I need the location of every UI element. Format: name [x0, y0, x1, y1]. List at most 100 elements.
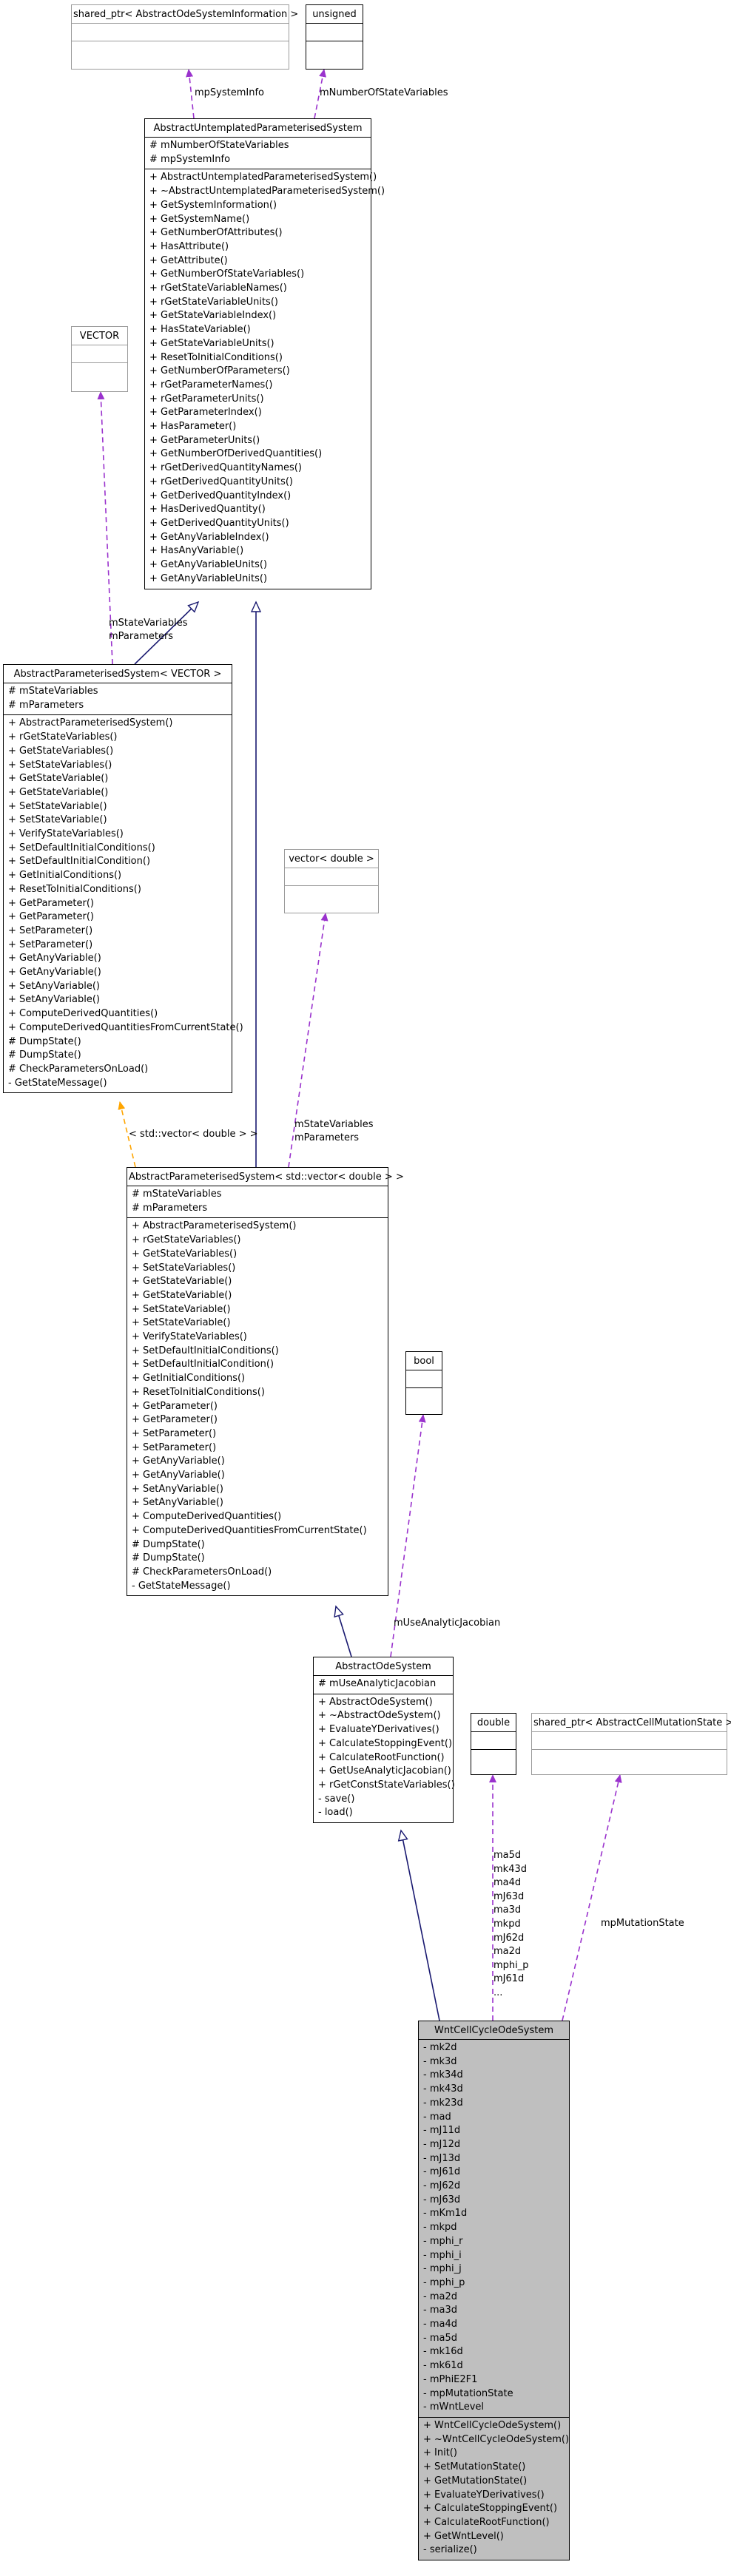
class-title: AbstractParameterisedSystem< VECTOR > — [13, 669, 222, 680]
member-row: mJ61d — [493, 1973, 525, 1985]
member-row: - ma5d — [423, 2332, 457, 2344]
member-row: # mStateVariables — [132, 1189, 222, 1200]
class-bool[interactable]: bool — [405, 1351, 442, 1415]
member-row: + GetNumberOfStateVariables() — [149, 268, 305, 280]
class-vector-double[interactable]: vector< double > — [284, 849, 379, 913]
member-row: + ComputeDerivedQuantities() — [8, 1008, 158, 1020]
member-row: + rGetConstStateVariables() — [318, 1779, 455, 1791]
class-abstract-ode-system[interactable]: AbstractOdeSystem # mUseAnalyticJacobian… — [313, 1657, 455, 1824]
member-row: - mk61d — [423, 2360, 463, 2372]
class-title: shared_ptr< AbstractOdeSystemInformation… — [73, 9, 299, 20]
member-row: + GetNumberOfAttributes() — [149, 227, 283, 239]
member-row: # mStateVariables — [8, 686, 98, 697]
member-row: mStateVariables — [294, 1119, 374, 1130]
member-row: + rGetDerivedQuantityUnits() — [149, 476, 294, 487]
member-row: - GetStateMessage() — [8, 1077, 107, 1089]
member-row: + SetDefaultInitialCondition() — [8, 856, 151, 868]
member-row: + GetParameter() — [8, 911, 94, 923]
member-row: + WntCellCycleOdeSystem() — [423, 2419, 562, 2431]
edge-aps-vector-state — [97, 391, 113, 665]
class-attributes — [306, 23, 363, 41]
member-row: + ComputeDerivedQuantities() — [132, 1511, 282, 1523]
member-row: + rGetStateVariableNames() — [149, 283, 287, 294]
class-title: AbstractUntemplatedParameterisedSystem — [153, 123, 363, 134]
class-methods — [72, 362, 127, 380]
edge-label-mNumberOfStateVariables: mNumberOfStateVariables — [320, 87, 448, 98]
member-row: - mk3d — [423, 2055, 457, 2067]
member-row: - mJ11d — [423, 2125, 461, 2137]
member-row: + SetAnyVariable() — [8, 980, 100, 992]
member-row: + SetStateVariables() — [8, 759, 112, 771]
member-row: - load() — [318, 1807, 353, 1819]
member-row: + ResetToInitialConditions() — [149, 351, 283, 363]
member-row: mphi_p — [493, 1959, 529, 1971]
member-row: + GetStateVariable() — [132, 1276, 232, 1288]
member-row: # mNumberOfStateVariables — [149, 140, 289, 151]
member-row: + EvaluateYDerivatives() — [318, 1724, 439, 1736]
class-vector-param[interactable]: VECTOR — [71, 326, 128, 392]
member-row: mParameters — [294, 1132, 360, 1143]
class-wnt-cell-cycle-ode-system[interactable]: WntCellCycleOdeSystem - mk2d- mk3d- mk34… — [418, 2021, 570, 2561]
member-row: - mk23d — [423, 2097, 463, 2109]
member-row: + ~AbstractOdeSystem() — [318, 1710, 441, 1722]
class-abstract-parameterised-system-std-vector[interactable]: AbstractParameterisedSystem< std::vector… — [127, 1167, 404, 1597]
class-methods — [406, 1387, 442, 1405]
class-methods: + AbstractParameterisedSystem()+ rGetSta… — [127, 1217, 388, 1595]
member-row: # mParameters — [132, 1202, 208, 1214]
member-row: + ResetToInitialConditions() — [132, 1386, 265, 1398]
class-attributes: # mNumberOfStateVariables# mpSystemInfo — [145, 137, 371, 169]
class-title: bool — [414, 1356, 434, 1367]
class-abstract-untemplated-parameterised-system[interactable]: AbstractUntemplatedParameterisedSystem #… — [144, 118, 385, 589]
member-row: - mad — [423, 2111, 451, 2123]
member-row: + SetAnyVariable() — [132, 1483, 223, 1495]
edge-label-template-argument: < std::vector< double > > — [129, 1129, 258, 1140]
member-row: - mphi_i — [423, 2249, 462, 2261]
edge-label-mUseAnalyticJacobian: mUseAnalyticJacobian — [394, 1617, 501, 1629]
class-title: vector< double > — [289, 853, 374, 865]
member-row: + GetDerivedQuantityIndex() — [149, 490, 292, 501]
member-row: + GetAnyVariable() — [8, 967, 101, 978]
member-row: + GetNumberOfDerivedQuantities() — [149, 448, 323, 460]
member-row: + AbstractParameterisedSystem() — [132, 1220, 297, 1232]
member-row: - mWntLevel — [423, 2401, 484, 2413]
member-row: + GetAnyVariableIndex() — [149, 531, 269, 543]
member-row: + EvaluateYDerivatives() — [423, 2489, 545, 2501]
member-row: + VerifyStateVariables() — [8, 828, 124, 840]
member-row: + GetAnyVariableUnits() — [149, 559, 268, 571]
class-abstract-parameterised-system-vector[interactable]: AbstractParameterisedSystem< VECTOR > # … — [3, 664, 243, 1094]
class-methods — [285, 885, 378, 903]
member-row: + GetStateVariables() — [132, 1248, 238, 1260]
member-row: + GetAttribute() — [149, 254, 228, 266]
member-row: + SetDefaultInitialCondition() — [132, 1359, 274, 1370]
edge-mpSystemInfo — [186, 69, 195, 119]
member-row: - mkpd — [423, 2222, 457, 2234]
member-row: + GetInitialConditions() — [132, 1373, 246, 1385]
member-row: + HasParameter() — [149, 421, 237, 433]
class-shared-ptr-ode-info[interactable]: shared_ptr< AbstractOdeSystemInformation… — [71, 4, 299, 70]
member-row: mk43d — [493, 1863, 527, 1875]
member-row: # DumpState() — [132, 1538, 205, 1550]
member-row: + SetParameter() — [132, 1441, 217, 1453]
class-double[interactable]: double — [471, 1713, 516, 1775]
class-attributes — [72, 23, 289, 41]
member-row: mParameters — [109, 631, 174, 642]
member-row: - mphi_j — [423, 2263, 462, 2275]
member-row: + GetAnyVariableUnits() — [149, 572, 268, 584]
member-row: + AbstractOdeSystem() — [318, 1696, 433, 1708]
edge-label-mpMutationState: mpMutationState — [601, 1918, 684, 1929]
class-methods — [532, 1749, 727, 1767]
member-row: mkpd — [493, 1918, 521, 1930]
class-shared-ptr-mutation-state[interactable]: shared_ptr< AbstractCellMutationState > — [531, 1713, 731, 1775]
member-row: - mJ13d — [423, 2152, 461, 2164]
class-unsigned[interactable]: unsigned — [306, 4, 363, 70]
edge-mUseAnalyticJacobian — [390, 1414, 426, 1657]
member-row: + HasDerivedQuantity() — [149, 504, 266, 515]
member-row: - mJ61d — [423, 2166, 461, 2178]
class-title: AbstractParameterisedSystem< std::vector… — [129, 1172, 404, 1183]
member-row: + SetAnyVariable() — [132, 1497, 223, 1509]
member-row: # mUseAnalyticJacobian — [318, 1678, 437, 1689]
member-row: + GetStateVariable() — [8, 773, 109, 785]
class-methods: + AbstractParameterisedSystem()+ rGetSta… — [4, 714, 243, 1092]
class-title: unsigned — [312, 9, 357, 20]
